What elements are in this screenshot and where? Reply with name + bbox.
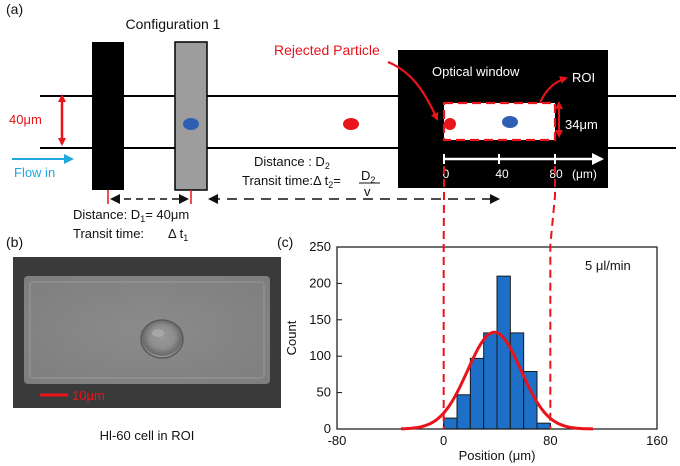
y-tick-label: 100 bbox=[309, 348, 331, 363]
transit1-value: Δ t1 bbox=[168, 226, 188, 243]
gray-detection-bar bbox=[174, 41, 208, 191]
transit1-label: Transit time: bbox=[73, 226, 144, 241]
window-scale-label-0: 0 bbox=[443, 167, 450, 181]
x-tick-label: -80 bbox=[328, 433, 347, 448]
connector-lines bbox=[442, 166, 556, 429]
fraction-numerator: D2 bbox=[361, 168, 375, 185]
rejected-particle-arrow bbox=[387, 60, 439, 121]
x-tick-label: 160 bbox=[646, 433, 668, 448]
blue-cell-window bbox=[502, 116, 518, 128]
roi-height-label: 34μm bbox=[565, 117, 598, 132]
histogram-bar bbox=[469, 357, 485, 430]
transit2-label: Transit time:Δ t2= bbox=[242, 173, 341, 190]
plot-frame bbox=[336, 246, 658, 430]
red-particle bbox=[343, 118, 359, 130]
panel-c-label: (c) bbox=[277, 234, 293, 250]
hl60-cell bbox=[140, 319, 184, 359]
histogram-bar bbox=[536, 422, 551, 430]
gaussian-fit-curve bbox=[400, 330, 593, 431]
roi-rect bbox=[444, 103, 555, 140]
blue-cell bbox=[183, 118, 199, 130]
configuration-title: Configuration 1 bbox=[126, 16, 221, 32]
y-tick-label: 250 bbox=[309, 239, 331, 254]
optical-window-label: Optical window bbox=[432, 64, 520, 79]
histogram-bar bbox=[443, 417, 458, 430]
y-tick-label: 50 bbox=[317, 385, 331, 400]
channel-width-label: 40μm bbox=[9, 112, 42, 127]
roi-label: ROI bbox=[572, 70, 595, 85]
panel-a-label: (a) bbox=[6, 1, 23, 17]
window-scale-label-40: 40 bbox=[495, 167, 509, 181]
roi-image-edge bbox=[29, 281, 265, 379]
reference-line bbox=[549, 166, 556, 429]
roi-pointer-arrow bbox=[539, 76, 568, 104]
histogram-bars bbox=[443, 275, 551, 430]
histogram-bar bbox=[496, 275, 511, 430]
distance1-label: Distance: D1= 40μm bbox=[73, 207, 189, 224]
panel-b: (b) 10μm Hl-60 cell in ROI bbox=[6, 234, 281, 443]
y-axis-title: Count bbox=[284, 320, 299, 355]
window-scale-label-80: 80 bbox=[549, 167, 563, 181]
histogram-bar bbox=[483, 332, 498, 430]
hl60-cell-highlight bbox=[152, 329, 164, 337]
fit-curve-group bbox=[400, 330, 593, 431]
fraction-denominator: v bbox=[364, 184, 371, 199]
red-particle-window bbox=[444, 118, 456, 130]
flow-rate-annotation: 5 μl/min bbox=[585, 258, 631, 273]
x-axis-title: Position (μm) bbox=[459, 448, 536, 463]
y-tick-label: 200 bbox=[309, 275, 331, 290]
rejected-particle-label: Rejected Particle bbox=[274, 42, 380, 58]
x-tick-label: 80 bbox=[543, 433, 557, 448]
flow-in-label: Flow in bbox=[14, 165, 55, 180]
panel-b-label: (b) bbox=[6, 234, 23, 250]
panel-b-caption: Hl-60 cell in ROI bbox=[100, 428, 195, 443]
black-detection-bar bbox=[92, 42, 124, 190]
histogram-bar bbox=[456, 394, 471, 430]
scale-bar-label: 10μm bbox=[72, 388, 105, 403]
x-tick-label: 0 bbox=[440, 433, 447, 448]
window-scale-unit: (μm) bbox=[572, 167, 597, 181]
panel-a: (a) Configuration 1 40μm Flow in Optical… bbox=[6, 1, 676, 243]
y-tick-label: 0 bbox=[324, 421, 331, 436]
histogram-bar bbox=[509, 332, 525, 430]
distance2-label: Distance : D2 bbox=[254, 154, 330, 171]
y-tick-label: 150 bbox=[309, 312, 331, 327]
